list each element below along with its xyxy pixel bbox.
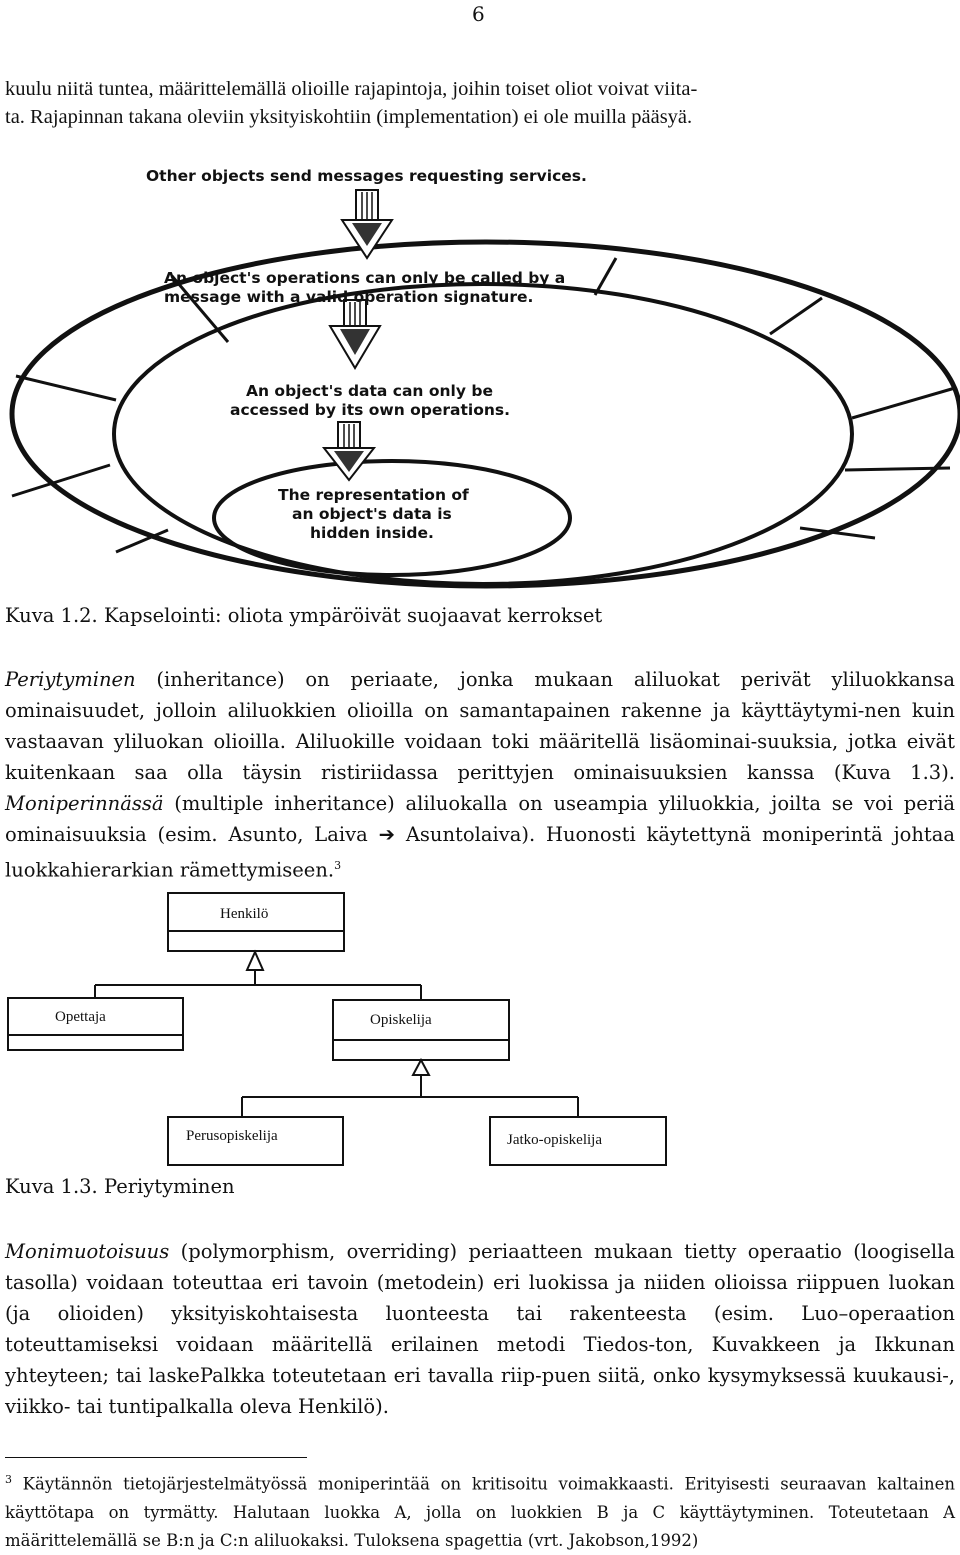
operations-text-line-1: An object's operations can only be calle… <box>164 269 565 287</box>
figure-caption-1: Kuva 1.2. Kapselointi: oliota ympäröivät… <box>5 604 603 627</box>
down-arrow-icon <box>328 299 382 370</box>
inheritance-uml-diagram: Henkilö Opettaja Opiskelija Perusopiskel… <box>7 892 667 1166</box>
inheritance-paragraph: Periytyminen (inheritance) on periaate, … <box>5 664 955 886</box>
generalization-arrow-icon <box>411 1057 431 1076</box>
footnote-divider <box>5 1457 307 1458</box>
generalization-arrow-icon <box>245 949 265 971</box>
class-box-basic-student <box>167 1116 344 1166</box>
class-name-person: Henkilö <box>220 906 268 922</box>
polymorphism-paragraph: Monimuotoisuus (polymorphism, overriding… <box>5 1236 955 1422</box>
core-text-line-1: The representation of <box>278 486 469 504</box>
class-name-teacher: Opettaja <box>55 1009 106 1025</box>
polymorphism-text: (polymorphism, overriding) periaatteen m… <box>5 1240 955 1418</box>
intro-line-2: ta. Rajapinnan takana oleviin yksityisko… <box>5 106 693 128</box>
class-name-student: Opiskelija <box>370 1012 432 1028</box>
footnote: 3 Käytännön tietojärjestelmätyössä monip… <box>5 1466 955 1555</box>
inheritance-text-3: Asuntolaiva). Huonosti käytettynä monipe… <box>5 823 955 882</box>
segment-dividers <box>11 257 956 554</box>
footnote-text: Käytännön tietojärjestelmätyössä moniper… <box>5 1474 955 1550</box>
inheritance-text-2: (multiple inheritance) aliluokalla on us… <box>5 792 955 846</box>
footnote-number: 3 <box>5 1473 12 1486</box>
data-text-line-2: accessed by its own operations. <box>230 401 510 419</box>
page-number: 6 <box>472 2 485 26</box>
inheritance-term: Periytyminen <box>5 668 136 691</box>
diagram-top-label: Other objects send messages requesting s… <box>146 167 587 185</box>
middle-layer <box>112 282 854 586</box>
outer-layer <box>9 239 960 589</box>
polymorphism-term: Monimuotoisuus <box>5 1240 170 1263</box>
down-arrow-icon <box>321 421 377 482</box>
figure-caption-2: Kuva 1.3. Periytyminen <box>5 1175 235 1198</box>
right-arrow-icon: ➔ <box>378 823 395 846</box>
operations-text-line-2: message with a valid operation signature… <box>164 288 533 306</box>
multiple-inheritance-term: Moniperinnässä <box>5 792 164 815</box>
encapsulation-diagram: Other objects send messages requesting s… <box>9 167 960 589</box>
inner-core <box>212 459 572 577</box>
core-text-line-2: an object's data is <box>292 505 452 523</box>
intro-paragraph: kuulu niitä tuntea, määrittelemällä olio… <box>5 75 955 131</box>
class-name-postgrad: Jatko-opiskelija <box>507 1132 602 1148</box>
core-text-line-3: hidden inside. <box>310 524 434 542</box>
class-name-basic-student: Perusopiskelija <box>186 1128 278 1144</box>
footnote-ref: 3 <box>334 859 342 872</box>
inheritance-text-1: (inheritance) on periaate, jonka mukaan … <box>5 668 955 784</box>
down-arrow-icon <box>340 189 394 260</box>
intro-line-1: kuulu niitä tuntea, määrittelemällä olio… <box>5 78 698 100</box>
class-box-person <box>167 892 345 952</box>
data-text-line-1: An object's data can only be <box>246 382 493 400</box>
class-box-student <box>332 999 510 1061</box>
